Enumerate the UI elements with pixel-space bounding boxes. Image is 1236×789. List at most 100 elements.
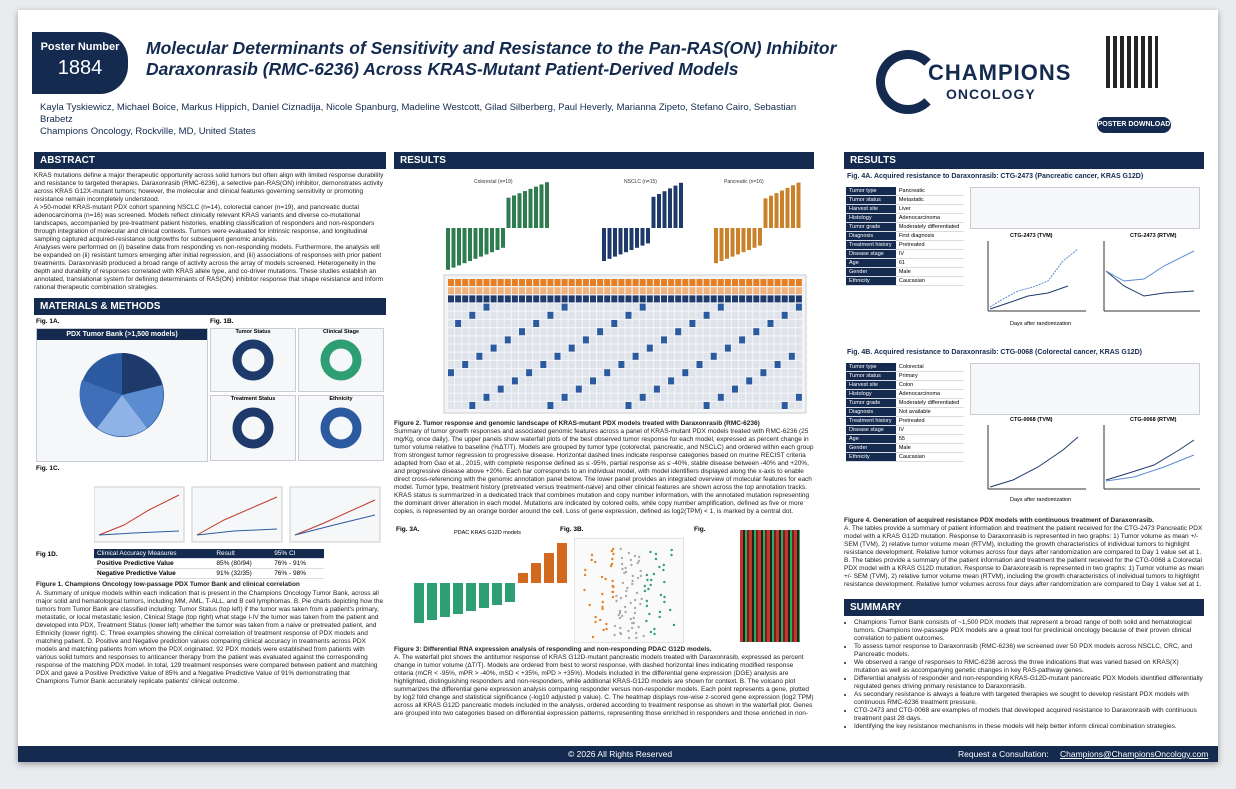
oncoprint-cell: [547, 393, 554, 401]
oncoprint-cell: [639, 336, 646, 344]
volcano-point: [652, 572, 656, 576]
oncoprint-cell: [675, 311, 682, 319]
oncoprint-cell: [519, 352, 525, 360]
fig4a-row-value: IV: [895, 249, 964, 259]
oncoprint-cell: [575, 328, 582, 336]
volcano-point: [625, 589, 628, 593]
oncoprint-cell: [746, 393, 753, 401]
oncoprint-cell: [547, 311, 554, 319]
waterfall-bar: [679, 182, 683, 228]
oncoprint-cell: [497, 311, 504, 319]
oncoprint-cell: [739, 385, 746, 393]
oncoprint-cell: [597, 369, 604, 377]
oncoprint-cell: [632, 361, 639, 368]
oncoprint-cell: [526, 352, 533, 360]
oncoprint-cell: [590, 320, 596, 327]
oncoprint-cell: [554, 344, 561, 352]
waterfall-bar: [462, 228, 467, 264]
oncoprint-cell: [547, 303, 554, 311]
oncoprint-cell: [675, 352, 682, 360]
consult-email-link[interactable]: Champions@ChampionsOncology.com: [1060, 749, 1209, 759]
oncoprint-cell: [632, 320, 639, 327]
oncoprint-cell: [689, 377, 696, 385]
oncoprint-cell: [760, 328, 767, 336]
qr-code-icon[interactable]: [1106, 36, 1158, 88]
clinical-stage-pie: Clinical Stage: [298, 328, 384, 392]
oncoprint-cell: [483, 287, 490, 295]
fig4b-row-value: 55: [895, 434, 964, 444]
oncoprint-cell: [781, 402, 788, 409]
oncoprint-cell: [476, 336, 483, 344]
oncoprint-cell: [653, 279, 660, 286]
oncoprint-cell: [554, 336, 561, 344]
fig4b-title: Fig. 4B. Acquired resistance to Daraxonr…: [847, 349, 1142, 356]
oncoprint-cell: [533, 295, 540, 303]
oncoprint-cell: [639, 393, 646, 401]
oncoprint-cell: [653, 393, 660, 401]
fig4a-row-value: Male: [895, 267, 964, 277]
oncoprint-cell: [689, 385, 696, 393]
oncoprint-cell: [483, 320, 490, 327]
oncoprint-cell: [788, 336, 795, 344]
poster-download-button[interactable]: POSTER DOWNLOAD: [1097, 117, 1171, 133]
fig4a-row-label: Tumor status: [846, 195, 896, 205]
volcano-point: [663, 595, 666, 599]
oncoprint-cell: [760, 377, 767, 385]
oncoprint-cell: [611, 311, 618, 319]
waterfall-bar: [523, 191, 527, 228]
oncoprint-cell: [540, 377, 547, 385]
oncoprint-cell: [710, 320, 717, 327]
volcano-point: [629, 601, 632, 605]
oncoprint-cell: [462, 361, 469, 368]
fig3a-title: PDAC KRAS G12D models: [454, 530, 521, 536]
oncoprint-cell: [490, 336, 497, 344]
oncoprint-cell: [689, 336, 696, 344]
fig4a-row-label: Gender: [846, 267, 896, 277]
oncoprint-cell: [554, 385, 561, 393]
fig4a-title: Fig. 4A. Acquired resistance to Daraxonr…: [847, 173, 1144, 180]
oncoprint-cell: [455, 279, 462, 286]
oncoprint-cell: [604, 393, 611, 401]
oncoprint-cell: [511, 393, 518, 401]
volcano-point: [653, 627, 656, 631]
oncoprint-cell: [568, 320, 575, 327]
oncoprint-cell: [668, 303, 675, 311]
oncoprint-cell: [604, 369, 611, 377]
volcano-point: [648, 612, 651, 616]
oncoprint-cell: [611, 287, 618, 295]
fig4b-tv-title: CTG-0068 (TVM): [1010, 417, 1053, 423]
oncoprint-cell: [561, 279, 568, 286]
oncoprint-cell: [476, 320, 483, 327]
oncoprint-cell: [625, 385, 632, 393]
oncoprint-cell: [682, 320, 689, 327]
volcano-point: [663, 600, 666, 604]
waterfall-bar: [635, 228, 639, 248]
oncoprint-cell: [455, 361, 462, 368]
volcano-point: [601, 607, 604, 611]
waterfall-bar: [457, 228, 461, 266]
oncoprint-cell: [582, 369, 589, 377]
oncoprint-cell: [710, 361, 717, 368]
oncoprint-cell: [561, 393, 568, 401]
oncoprint-cell: [618, 369, 625, 377]
oncoprint-cell: [781, 303, 788, 311]
oncoprint-cell: [774, 336, 781, 344]
oncoprint-cell: [490, 320, 497, 327]
oncoprint-cell: [781, 287, 788, 295]
oncoprint-cell: [646, 352, 653, 360]
volcano-point: [615, 594, 618, 598]
oncoprint-cell: [568, 279, 575, 286]
oncoprint-cell: [597, 303, 604, 311]
volcano-point: [611, 547, 615, 551]
oncoprint-cell: [653, 311, 660, 319]
oncoprint-cell: [689, 328, 696, 336]
oncoprint-cell: [462, 320, 469, 327]
oncoprint-cell: [696, 320, 703, 327]
oncoprint-cell: [604, 303, 611, 311]
fig4a-row-value: Metastatic: [895, 195, 964, 205]
oncoprint-cell: [490, 344, 497, 352]
oncoprint-cell: [497, 320, 504, 327]
oncoprint-cell: [533, 328, 540, 336]
oncoprint-cell: [547, 361, 554, 368]
